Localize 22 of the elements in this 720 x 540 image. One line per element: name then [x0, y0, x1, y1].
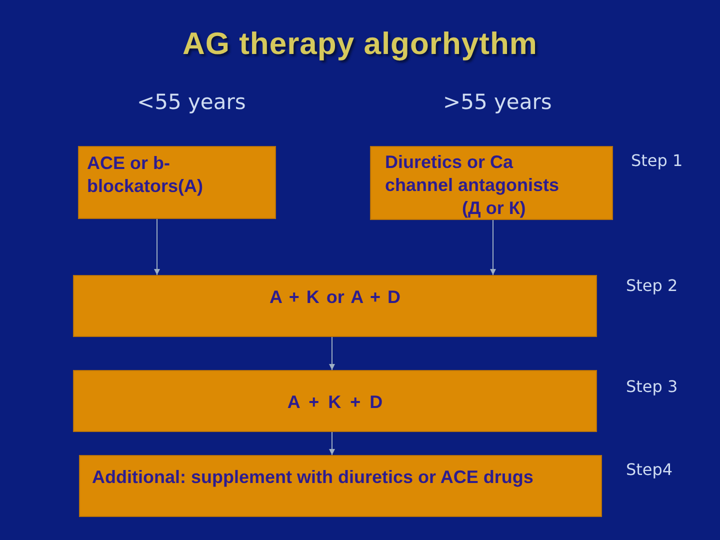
process-box	[73, 370, 597, 432]
process-box	[370, 146, 613, 220]
step-label: Step 2	[626, 276, 678, 295]
arrow	[329, 336, 335, 370]
step-label: Step 1	[631, 151, 683, 170]
therapy-text: Additional: supplement with diuretics or ACE drugs	[92, 466, 534, 489]
arrow	[154, 218, 160, 276]
title: AG therapy algorhythm	[182, 26, 538, 62]
step-label: Step4	[626, 460, 673, 479]
process-box	[73, 275, 597, 337]
therapy-text: Diuretics or Ca channel antagonists	[385, 151, 560, 197]
age-group-label: <55 years	[137, 90, 246, 114]
therapy-text: ACE or b- blockators(A)	[87, 152, 204, 198]
arrow	[329, 432, 335, 456]
step-label: Step 3	[626, 377, 678, 396]
therapy-text: A + K or A + D	[268, 286, 402, 309]
arrow	[490, 220, 496, 276]
therapy-text: (Д or К)	[462, 197, 527, 220]
process-box	[78, 146, 276, 219]
process-box	[79, 455, 602, 517]
therapy-text: A + K + D	[286, 391, 384, 414]
age-group-label: >55 years	[443, 90, 552, 114]
